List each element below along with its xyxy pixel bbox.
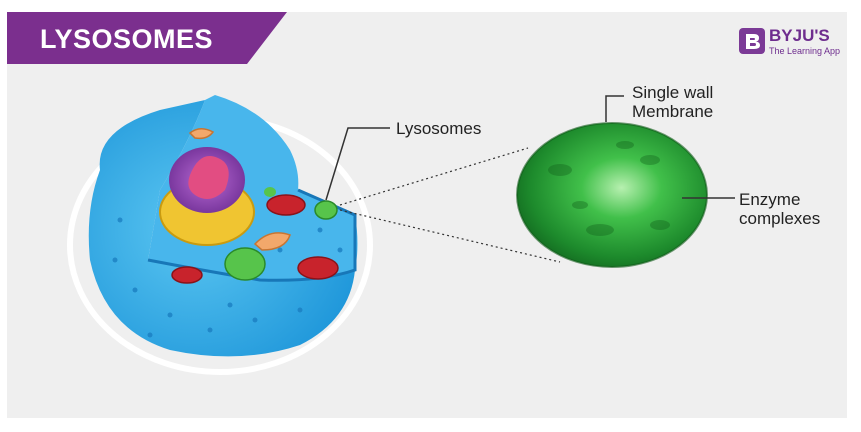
label-enzyme-line1: Enzyme — [739, 190, 801, 209]
zoom-line-top — [339, 147, 529, 206]
leader-lysosomes — [325, 127, 390, 201]
vesicle — [188, 128, 215, 140]
cell-lysosome-large — [224, 247, 266, 281]
leader-membrane — [605, 95, 624, 122]
brand-logo[interactable]: BYJU'S The Learning App — [739, 26, 841, 66]
label-lysosomes: Lysosomes — [396, 119, 482, 138]
title-banner — [7, 12, 287, 64]
lysosome-enlarged — [517, 123, 707, 267]
enzyme-texture — [548, 141, 670, 236]
byjus-logo-icon — [739, 28, 765, 54]
page-title: LYSOSOMES — [40, 24, 214, 54]
brand-name: BYJU'S — [769, 26, 830, 45]
mitochondria — [171, 194, 339, 284]
brand-tagline: The Learning App — [769, 46, 841, 56]
cell-lysosome-small — [314, 200, 338, 220]
label-membrane-line2: Membrane — [632, 102, 714, 121]
golgi-body — [253, 232, 291, 251]
animal-cell — [88, 95, 358, 357]
label-enzyme-line2: complexes — [739, 209, 821, 228]
label-membrane-line1: Single wall — [632, 83, 714, 102]
nucleolus — [188, 156, 229, 199]
cell-vesicle-small — [264, 187, 276, 197]
